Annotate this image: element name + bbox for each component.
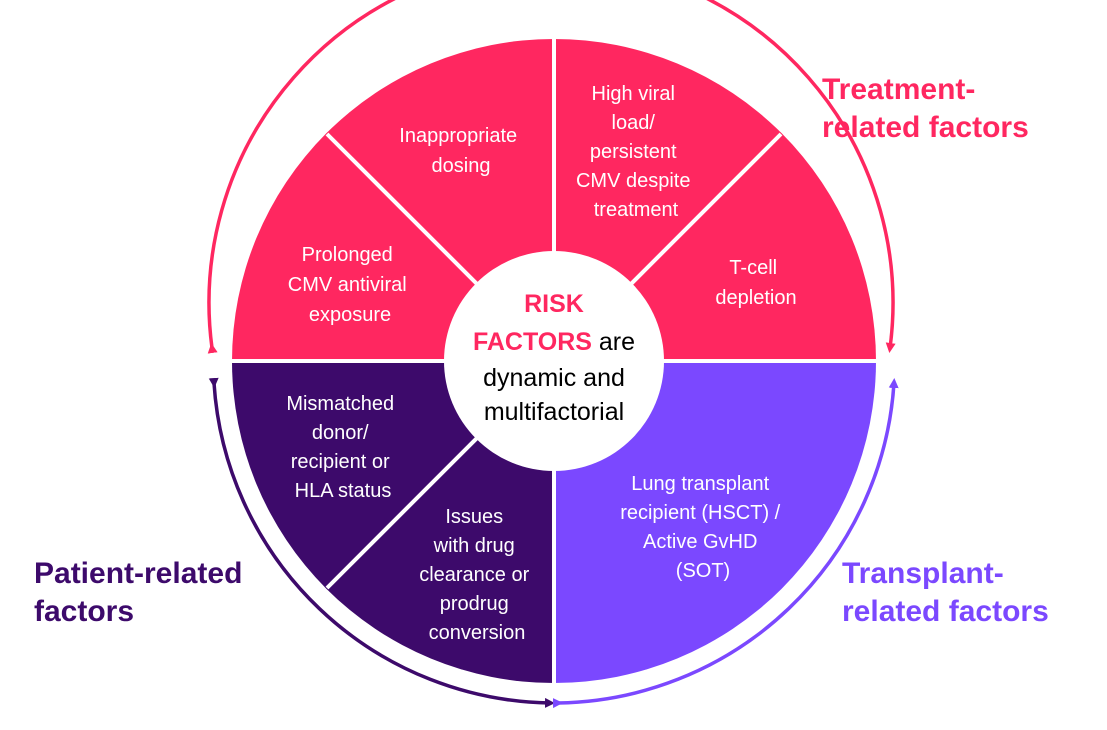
segment-line: with drug	[433, 535, 515, 557]
center-line-4: multifactorial	[484, 398, 624, 426]
segment-line: HLA status	[295, 480, 392, 502]
group-label-line: related factors	[842, 595, 1049, 628]
segment-line: Mismatched	[286, 393, 394, 415]
segment-line: Issues	[445, 506, 503, 528]
segment-line: persistent	[590, 141, 677, 163]
center-line-2-rest: are	[592, 328, 635, 356]
segment-line: High viral	[592, 83, 675, 105]
group-label-line: Treatment-	[822, 73, 975, 106]
treatment-arc-arrow	[207, 0, 896, 354]
segment-t-cell-depletion: T-cell depletion	[715, 257, 796, 309]
segment-line: conversion	[429, 622, 526, 644]
segment-line: prodrug	[440, 593, 509, 615]
segment-line: recipient (HSCT) /	[620, 502, 780, 524]
segment-line: CMV despite	[576, 170, 691, 192]
segment-line: (SOT)	[676, 560, 730, 582]
center-circle	[444, 251, 664, 471]
segment-line: treatment	[594, 199, 679, 221]
svg-text:FACTORS are: FACTORS are	[473, 328, 635, 356]
segment-line: T-cell	[729, 257, 777, 279]
segment-line: Inappropriate	[399, 125, 517, 147]
group-label-patient: Patient-related factors	[34, 557, 251, 628]
group-label-treatment: Treatment- related factors	[822, 73, 1029, 144]
group-label-line: factors	[34, 595, 134, 628]
segment-drug-clearance: Issues with drug clearance or prodrug co…	[419, 506, 535, 644]
segment-mismatched-donor: Mismatched donor/ recipient or HLA statu…	[286, 393, 399, 502]
segment-high-viral-load: High viral load/ persistent CMV despite …	[576, 83, 696, 221]
svg-text:dynamic and: dynamic and	[483, 364, 625, 392]
transplant-arc-arrow	[552, 378, 899, 709]
center-line-1: RISK	[524, 290, 584, 318]
segment-line: recipient or	[291, 451, 390, 473]
svg-text:RISK: RISK	[524, 290, 584, 318]
svg-text:multifactorial: multifactorial	[484, 398, 624, 426]
segment-line: Active GvHD	[643, 531, 757, 553]
segment-lung-transplant: Lung transplant recipient (HSCT) / Activ…	[620, 473, 786, 582]
center-line-2-strong: FACTORS	[473, 328, 592, 356]
center-label: RISK FACTORS are dynamic and multifactor…	[473, 290, 635, 426]
segment-line: load/	[612, 112, 656, 134]
group-label-line: related factors	[822, 111, 1029, 144]
segment-line: dosing	[432, 155, 491, 177]
segment-line: CMV antiviral	[288, 274, 407, 296]
segment-line: clearance or	[419, 564, 529, 586]
segment-line: Prolonged	[302, 244, 393, 266]
segment-line: depletion	[715, 287, 796, 309]
segment-prolonged-exposure: Prolonged CMV antiviral exposure	[288, 244, 412, 326]
segment-line: Lung transplant	[631, 473, 769, 495]
center-line-3: dynamic and	[483, 364, 625, 392]
segment-inappropriate-dosing: Inappropriate dosing	[399, 125, 522, 177]
segment-line: exposure	[309, 304, 391, 326]
segment-line: donor/	[312, 422, 369, 444]
group-label-line: Patient-related	[34, 557, 242, 590]
group-label-line: Transplant-	[842, 557, 1004, 590]
group-label-transplant: Transplant- related factors	[842, 557, 1049, 628]
outer-arcs	[207, 0, 899, 709]
patient-arc-arrow	[208, 377, 555, 708]
sector-transplant	[554, 361, 876, 683]
